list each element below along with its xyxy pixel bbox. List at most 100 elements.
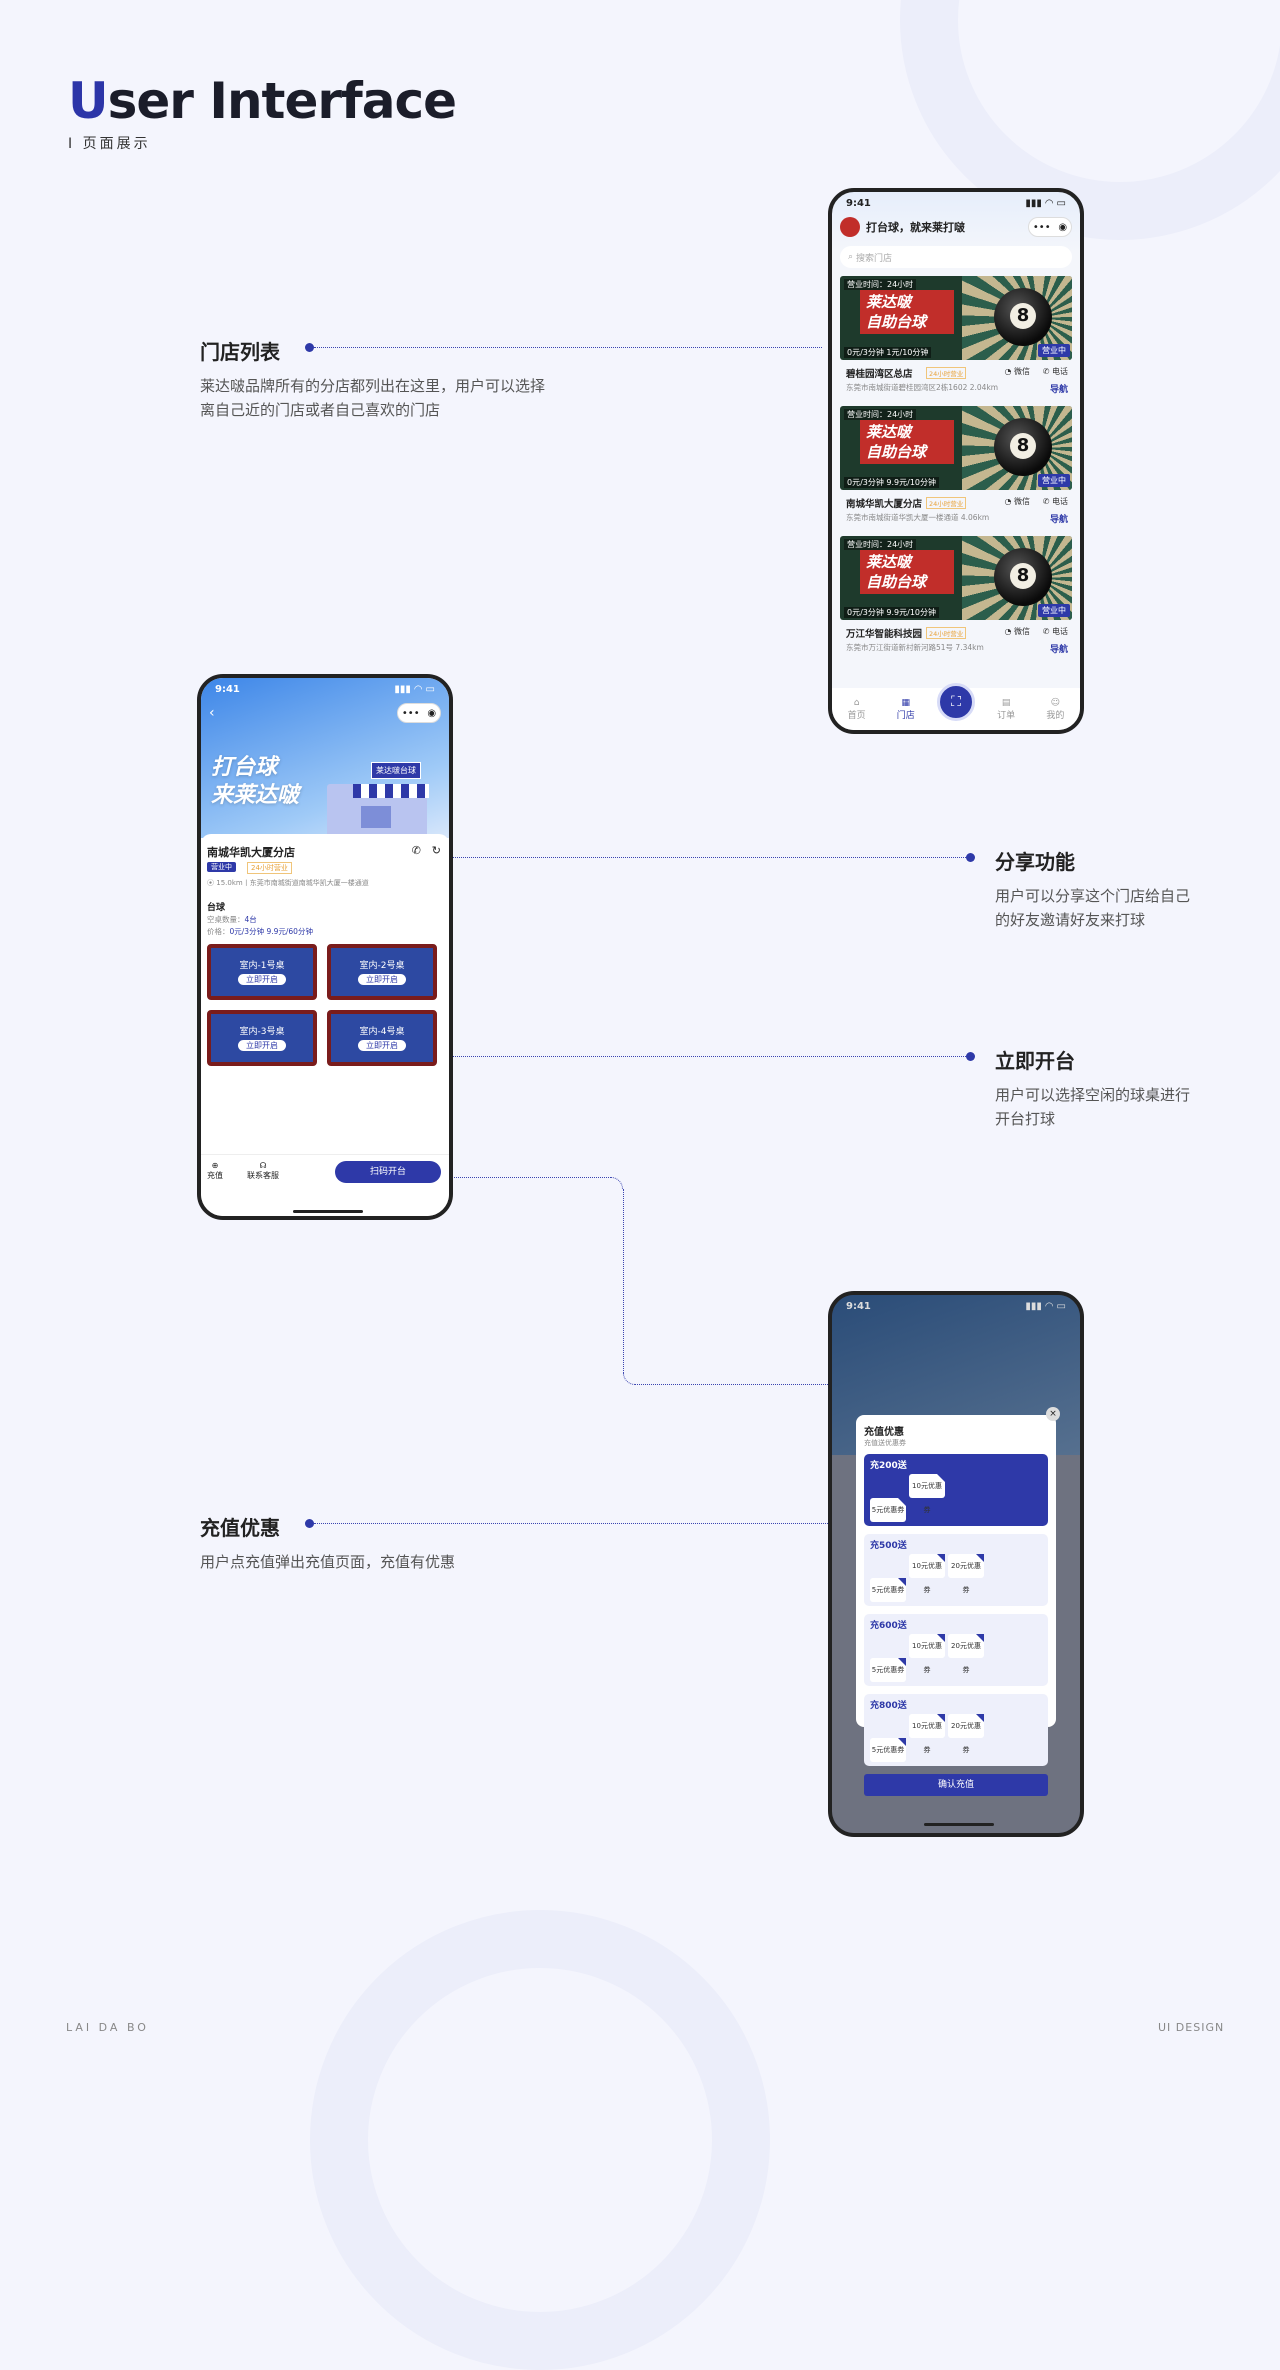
- phone-button[interactable]: ✆ 电话: [1042, 367, 1068, 376]
- search-input[interactable]: ⌕搜索门店: [840, 246, 1072, 268]
- store-banner: 8 莱达啵自助台球 营业时间：24小时 0元/3分钟 9.9元/10分钟 营业中: [840, 406, 1072, 490]
- annotation-title: 立即开台: [995, 1049, 1075, 1073]
- confirm-recharge-button[interactable]: 确认充值: [864, 1774, 1048, 1796]
- detail-panel: 南城华凯大厦分店 ✆ ↻ 营业中 24小时营业 ⦿ 15.0km丨东莞市南城街道…: [201, 834, 449, 1216]
- hero-slogan: 打台球来莱达啵: [211, 755, 300, 808]
- recharge-option[interactable]: 充800送 5元优惠券10元优惠券20元优惠券: [864, 1694, 1048, 1766]
- start-button[interactable]: 立即开启: [358, 974, 406, 985]
- close-icon[interactable]: ×: [1046, 1407, 1060, 1421]
- billiard-ball-icon: 8: [994, 418, 1052, 476]
- wechat-button[interactable]: ◔ 微信: [1004, 497, 1030, 506]
- store-address: 东莞市万江街道新村新河路51号 7.34km: [846, 643, 984, 652]
- status-badge: 营业中: [207, 862, 236, 872]
- price-label: 0元/3分钟 9.9元/10分钟: [844, 607, 940, 618]
- coupon: 20元优惠券: [948, 1634, 984, 1674]
- more-icon[interactable]: •••: [401, 707, 420, 719]
- connector-line: [314, 1523, 828, 1524]
- home-indicator: [293, 1210, 363, 1213]
- store-card[interactable]: 8 莱达啵自助台球 营业时间：24小时 0元/3分钟 9.9元/10分钟 营业中…: [840, 406, 1072, 534]
- annotation-title: 门店列表: [200, 340, 280, 364]
- tab-mine[interactable]: ☺我的: [1037, 698, 1073, 721]
- order-icon: ▤: [1001, 697, 1011, 708]
- wechat-button[interactable]: ◔ 微信: [1004, 627, 1030, 636]
- connector-line: [623, 1189, 624, 1373]
- store-info: 南城华凯大厦分店 24小时营业 ◔ 微信 ✆ 电话 东莞市南城街道华凯大厦一楼通…: [840, 490, 1072, 534]
- recharge-button[interactable]: ⊕充值: [207, 1161, 223, 1180]
- modal-title: 充值优惠: [864, 1427, 904, 1438]
- close-circle-icon[interactable]: ◉: [1058, 221, 1068, 233]
- footer-label: UI DESIGN: [1158, 2021, 1225, 2034]
- scan-button[interactable]: ⛶: [936, 683, 975, 721]
- more-icon[interactable]: •••: [1032, 221, 1051, 233]
- coupon: 10元优惠券: [909, 1554, 945, 1594]
- start-button[interactable]: 立即开启: [238, 1040, 286, 1051]
- start-button[interactable]: 立即开启: [358, 1040, 406, 1051]
- brand-logo: 莱达啵自助台球: [860, 290, 954, 334]
- store-card[interactable]: 8 莱达啵自助台球 营业时间：24小时 0元/3分钟 1元/10分钟 营业中 碧…: [840, 276, 1072, 404]
- store-card[interactable]: 8 莱达啵自助台球 营业时间：24小时 0元/3分钟 9.9元/10分钟 营业中…: [840, 536, 1072, 664]
- store-name: 碧桂园湾区总店: [846, 369, 913, 380]
- phone-button[interactable]: ✆ 电话: [1042, 497, 1068, 506]
- coupon: 5元优惠券: [870, 1738, 906, 1762]
- recharge-option[interactable]: 充200送 5元优惠券10元优惠券: [864, 1454, 1048, 1526]
- clock: 9:41: [846, 197, 871, 209]
- store-address: 东莞市南城街道华凯大厦一楼通道 4.06km: [846, 513, 990, 522]
- close-circle-icon[interactable]: ◉: [427, 707, 437, 719]
- page-subtitle: I 页面展示: [68, 136, 151, 152]
- hours-tag: 24小时营业: [926, 497, 967, 509]
- signal-icon: ▮▮▮ ◠ ▭: [1025, 197, 1066, 209]
- store-icon: ▦: [901, 697, 911, 708]
- brand-logo: 莱达啵自助台球: [860, 550, 954, 594]
- table-card[interactable]: 室内-3号桌立即开启: [207, 1010, 317, 1066]
- tab-store[interactable]: ▦门店: [888, 698, 924, 721]
- store-address: ⦿ 15.0km丨东莞市南城街道南城华凯大厦一楼通道: [207, 879, 369, 887]
- status-badge: 营业中: [1038, 604, 1070, 617]
- connector-corner: [611, 1177, 623, 1189]
- connector-dot: [966, 1052, 975, 1061]
- navigate-button[interactable]: 导航: [1049, 645, 1068, 655]
- table-card[interactable]: 室内-4号桌立即开启: [327, 1010, 437, 1066]
- recharge-option[interactable]: 充500送 5元优惠券10元优惠券20元优惠券: [864, 1534, 1048, 1606]
- miniprogram-capsule[interactable]: ••• ◉: [397, 703, 441, 723]
- coin-icon: ⊕: [211, 1161, 219, 1170]
- miniprogram-capsule[interactable]: ••• ◉: [1028, 217, 1072, 237]
- search-icon: ⌕: [848, 252, 854, 262]
- navigate-button[interactable]: 导航: [1049, 515, 1068, 525]
- hours-label: 营业时间：24小时: [844, 539, 917, 550]
- share-icon[interactable]: ↻: [431, 844, 441, 857]
- tab-order[interactable]: ▤订单: [988, 698, 1024, 721]
- table-card[interactable]: 室内-1号桌立即开启: [207, 944, 317, 1000]
- annotation-desc: 莱达啵品牌所有的分店都列出在这里，用户可以选择离自己近的门店或者自己喜欢的门店: [200, 377, 546, 419]
- phone-recharge: 9:41▮▮▮ ◠ ▭ × 充值优惠 充值送优惠券 充200送 5元优惠券10元…: [828, 1291, 1084, 1837]
- wechat-button[interactable]: ◔ 微信: [1004, 367, 1030, 376]
- table-card[interactable]: 室内-2号桌立即开启: [327, 944, 437, 1000]
- navigate-button[interactable]: 导航: [1049, 385, 1068, 395]
- clock: 9:41: [215, 683, 240, 695]
- annotation-desc: 用户点充值弹出充值页面，充值有优惠: [200, 1553, 456, 1571]
- service-button[interactable]: ☊联系客服: [247, 1161, 279, 1180]
- start-button[interactable]: 立即开启: [238, 974, 286, 985]
- store-address: 东莞市南城街道碧桂园湾区2栋1602 2.04km: [846, 383, 999, 392]
- status-bar: 9:41 ▮▮▮ ◠ ▭: [832, 192, 1080, 214]
- connector-line: [635, 1384, 828, 1385]
- annotation-title: 分享功能: [995, 850, 1075, 874]
- free-tables: 空桌数量：4台: [207, 915, 257, 924]
- search-placeholder: 搜索门店: [856, 253, 893, 264]
- logo-icon: [840, 217, 860, 237]
- hours-tag: 24小时营业: [926, 627, 967, 639]
- phone-store-list: 9:41▮▮▮ ◠ ▭ 打台球，就来莱打啵 •••◉ ⌕搜索门店 8 莱达啵自助…: [828, 188, 1084, 734]
- modal-subtitle: 充值送优惠券: [864, 1439, 906, 1447]
- tab-home[interactable]: ⌂首页: [839, 698, 875, 721]
- annotation-desc: 用户可以选择空闲的球桌进行开台打球: [995, 1086, 1191, 1128]
- page-title: User Interface: [68, 72, 457, 130]
- headset-icon: ☊: [259, 1161, 267, 1170]
- phone-button[interactable]: ✆ 电话: [1042, 627, 1068, 636]
- coupon: 20元优惠券: [948, 1714, 984, 1754]
- nav-bar: ‹ ••• ◉: [201, 700, 449, 726]
- connector-line: [440, 1056, 968, 1057]
- back-icon[interactable]: ‹: [209, 705, 215, 721]
- tab-bar: ⌂首页 ▦门店 ⛶ ▤订单 ☺我的: [832, 683, 1080, 730]
- recharge-option[interactable]: 充600送 5元优惠券10元优惠券20元优惠券: [864, 1614, 1048, 1686]
- scan-open-button[interactable]: 扫码开台: [335, 1161, 441, 1183]
- phone-icon[interactable]: ✆: [411, 844, 421, 857]
